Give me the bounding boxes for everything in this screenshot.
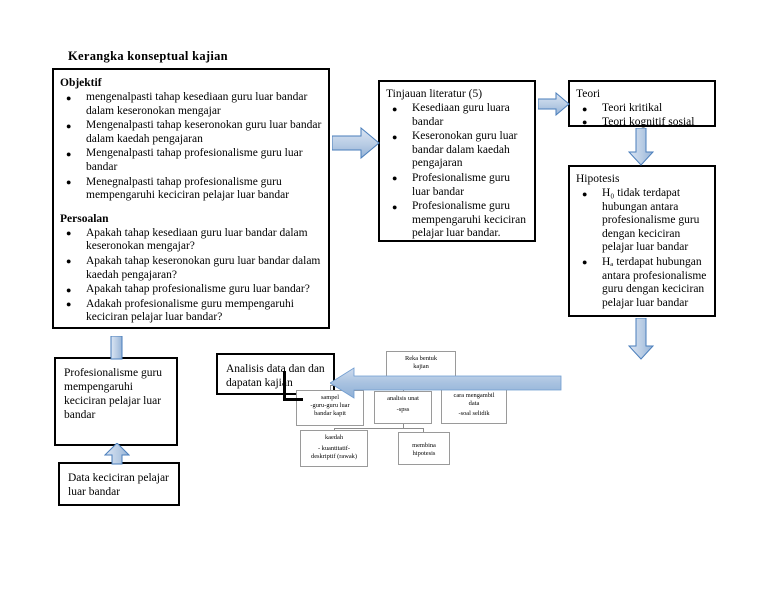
- page-title: Kerangka konseptual kajian: [68, 49, 228, 63]
- arrow-hipotesis-down-icon: [628, 318, 654, 360]
- list-item: Adakah profesionalisme guru mempengaruhi…: [60, 297, 322, 325]
- list-item: Mengenalpasti tahap profesionalisme guru…: [60, 147, 322, 174]
- hipotesis-heading: Hipotesis: [576, 173, 620, 185]
- list-item: mengenalpasti tahap kesediaan guru luar …: [60, 90, 322, 118]
- flow-text: kaedah: [324, 434, 344, 441]
- connector-line: [330, 385, 331, 391]
- flow-text: deskriptif (rawak): [311, 453, 357, 461]
- connector-line: [334, 428, 424, 429]
- flow-text: Reka bentuk: [404, 355, 438, 362]
- connector-line: [403, 424, 404, 429]
- flow-text: bandar kapit: [314, 410, 346, 418]
- arrow-flow-to-analisis-icon: [330, 367, 562, 400]
- list-item: Apakah tahap keseronokan guru luar banda…: [60, 254, 322, 282]
- flow-text: sampel: [320, 394, 340, 401]
- list-item: Profesionalisme guru mempengaruhi kecici…: [386, 200, 528, 241]
- list-item: H₀ tidak terdapat hubungan antara profes…: [576, 187, 708, 255]
- persoalan-heading: Persoalan: [60, 212, 109, 225]
- arrow-objektif-to-tinjauan-icon: [332, 126, 380, 160]
- connector-line: [334, 428, 335, 431]
- flow-box-kaedah: kaedah - kuantitatif- deskriptif (rawak): [300, 430, 368, 467]
- objektif-list: mengenalpasti tahap kesediaan guru luar …: [60, 90, 322, 203]
- tinjauan-literatur-box: Tinjauan literatur (5) Kesediaan guru lu…: [378, 80, 536, 242]
- connector-line: [423, 428, 424, 433]
- profesionalisme-box: Profesionalisme guru mempengaruhi kecici…: [54, 357, 178, 446]
- list-item: Profesionalisme guru luar bandar: [386, 171, 528, 199]
- analisis-data-text: Analisis data dan dan dapatan kajian: [226, 363, 325, 389]
- profesionalisme-text: Profesionalisme guru mempengaruhi kecici…: [64, 367, 163, 421]
- list-item: Teori kognitif sosial: [576, 115, 708, 130]
- objektif-heading: Objektif: [60, 77, 102, 89]
- list-item: Apakah tahap kesediaan guru luar bandar …: [60, 226, 322, 254]
- tinjauan-heading: Tinjauan literatur (5): [386, 88, 483, 100]
- teori-heading: Teori: [576, 88, 601, 100]
- data-keciciran-text: Data keciciran pelajar luar bandar: [68, 472, 169, 498]
- flow-text: kajian: [413, 363, 429, 371]
- list-item: Kesediaan guru luara bandar: [386, 101, 528, 129]
- flow-text: -guru-guru luar: [310, 402, 350, 410]
- list-item: Hₐ terdapat hubungan antara profesionali…: [576, 255, 708, 310]
- flow-text: -spss: [396, 406, 410, 414]
- list-item: Keseronokan guru luar bandar dalam kaeda…: [386, 130, 528, 171]
- list-item: Mengenalpasti tahap keseronokan guru lua…: [60, 119, 322, 146]
- flow-text: data: [468, 400, 480, 408]
- flow-box-membina-hipotesis: membina hipotesis: [398, 432, 450, 465]
- connector-line: [283, 398, 303, 401]
- flow-box-analisis-unit: analisis unat -spss: [374, 391, 432, 424]
- flow-text: analisis unat: [387, 395, 419, 402]
- analisis-data-box: Analisis data dan dan dapatan kajian: [216, 353, 335, 395]
- arrow-tinjauan-to-teori-icon: [538, 92, 570, 116]
- flow-text: -soal selidik: [458, 410, 490, 418]
- hipotesis-box: Hipotesis H₀ tidak terdapat hubungan ant…: [568, 165, 716, 317]
- arrow-data-to-profesionalisme-icon: [104, 443, 130, 465]
- list-item: Menegnalpasti tahap profesionalisme guru…: [60, 175, 322, 203]
- flow-text: - kuantitatif-: [317, 445, 351, 453]
- teori-box: Teori Teori kritikal Teori kognitif sosi…: [568, 80, 716, 130]
- flow-text: membina: [412, 442, 436, 449]
- objektif-persoalan-box: Objektif mengenalpasti tahap kesediaan g…: [52, 68, 330, 329]
- arrow-teori-to-hipotesis-icon: [628, 128, 654, 166]
- teori-list: Teori kritikal Teori kognitif sosial: [576, 102, 708, 130]
- tinjauan-list: Kesediaan guru luara bandar Keseronokan …: [386, 101, 528, 241]
- hipotesis-list: H₀ tidak terdapat hubungan antara profes…: [576, 187, 708, 310]
- arrow-into-profesionalisme-icon: [106, 336, 128, 360]
- persoalan-list: Apakah tahap kesediaan guru luar bandar …: [60, 226, 322, 325]
- flow-text: cara mengambil: [453, 392, 495, 399]
- list-item: Apakah tahap profesionalisme guru luar b…: [60, 283, 322, 298]
- connector-line: [283, 371, 286, 400]
- list-item: Teori kritikal: [576, 102, 708, 117]
- data-keciciran-box: Data keciciran pelajar luar bandar: [58, 462, 180, 506]
- flow-text: hipotesis: [412, 450, 436, 458]
